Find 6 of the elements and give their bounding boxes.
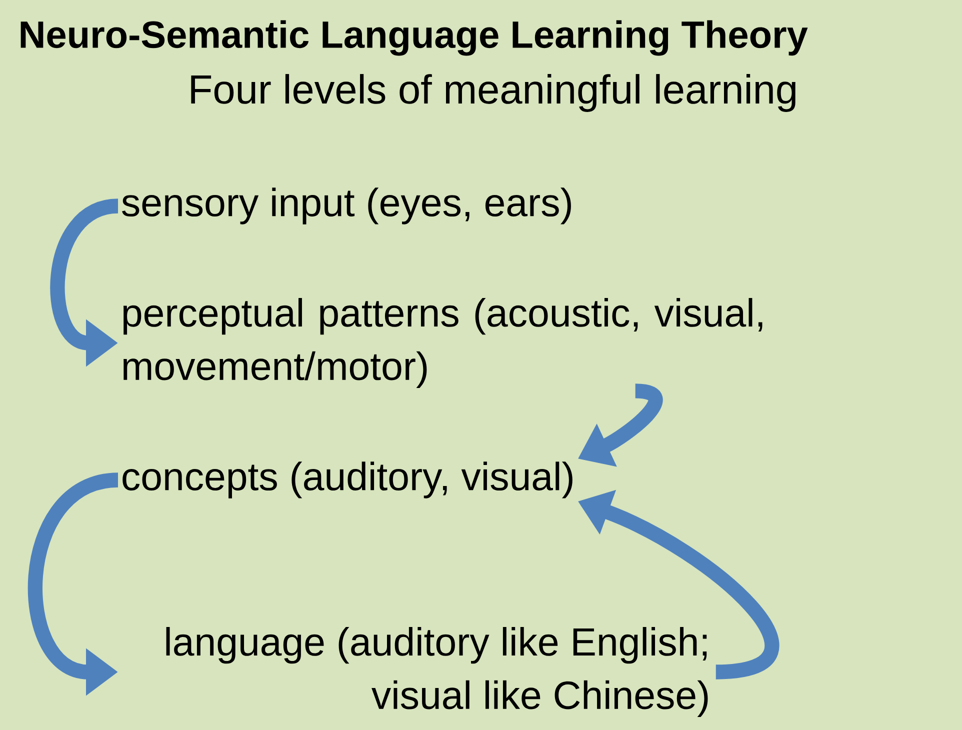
text-label: sensory input (eyes, ears) [122,188,571,224]
text-label: perceptual patterns (acoustic, visual, movement/motor) [123,298,762,388]
subtitle: Four levels of meaningful learning [191,74,796,112]
text-label: concepts (auditory, visual) [122,462,572,498]
title: Neuro-Semantic Language Learning Theory [20,20,808,56]
text-label: language (auditory like English; visual like Chinese) [166,627,708,717]
